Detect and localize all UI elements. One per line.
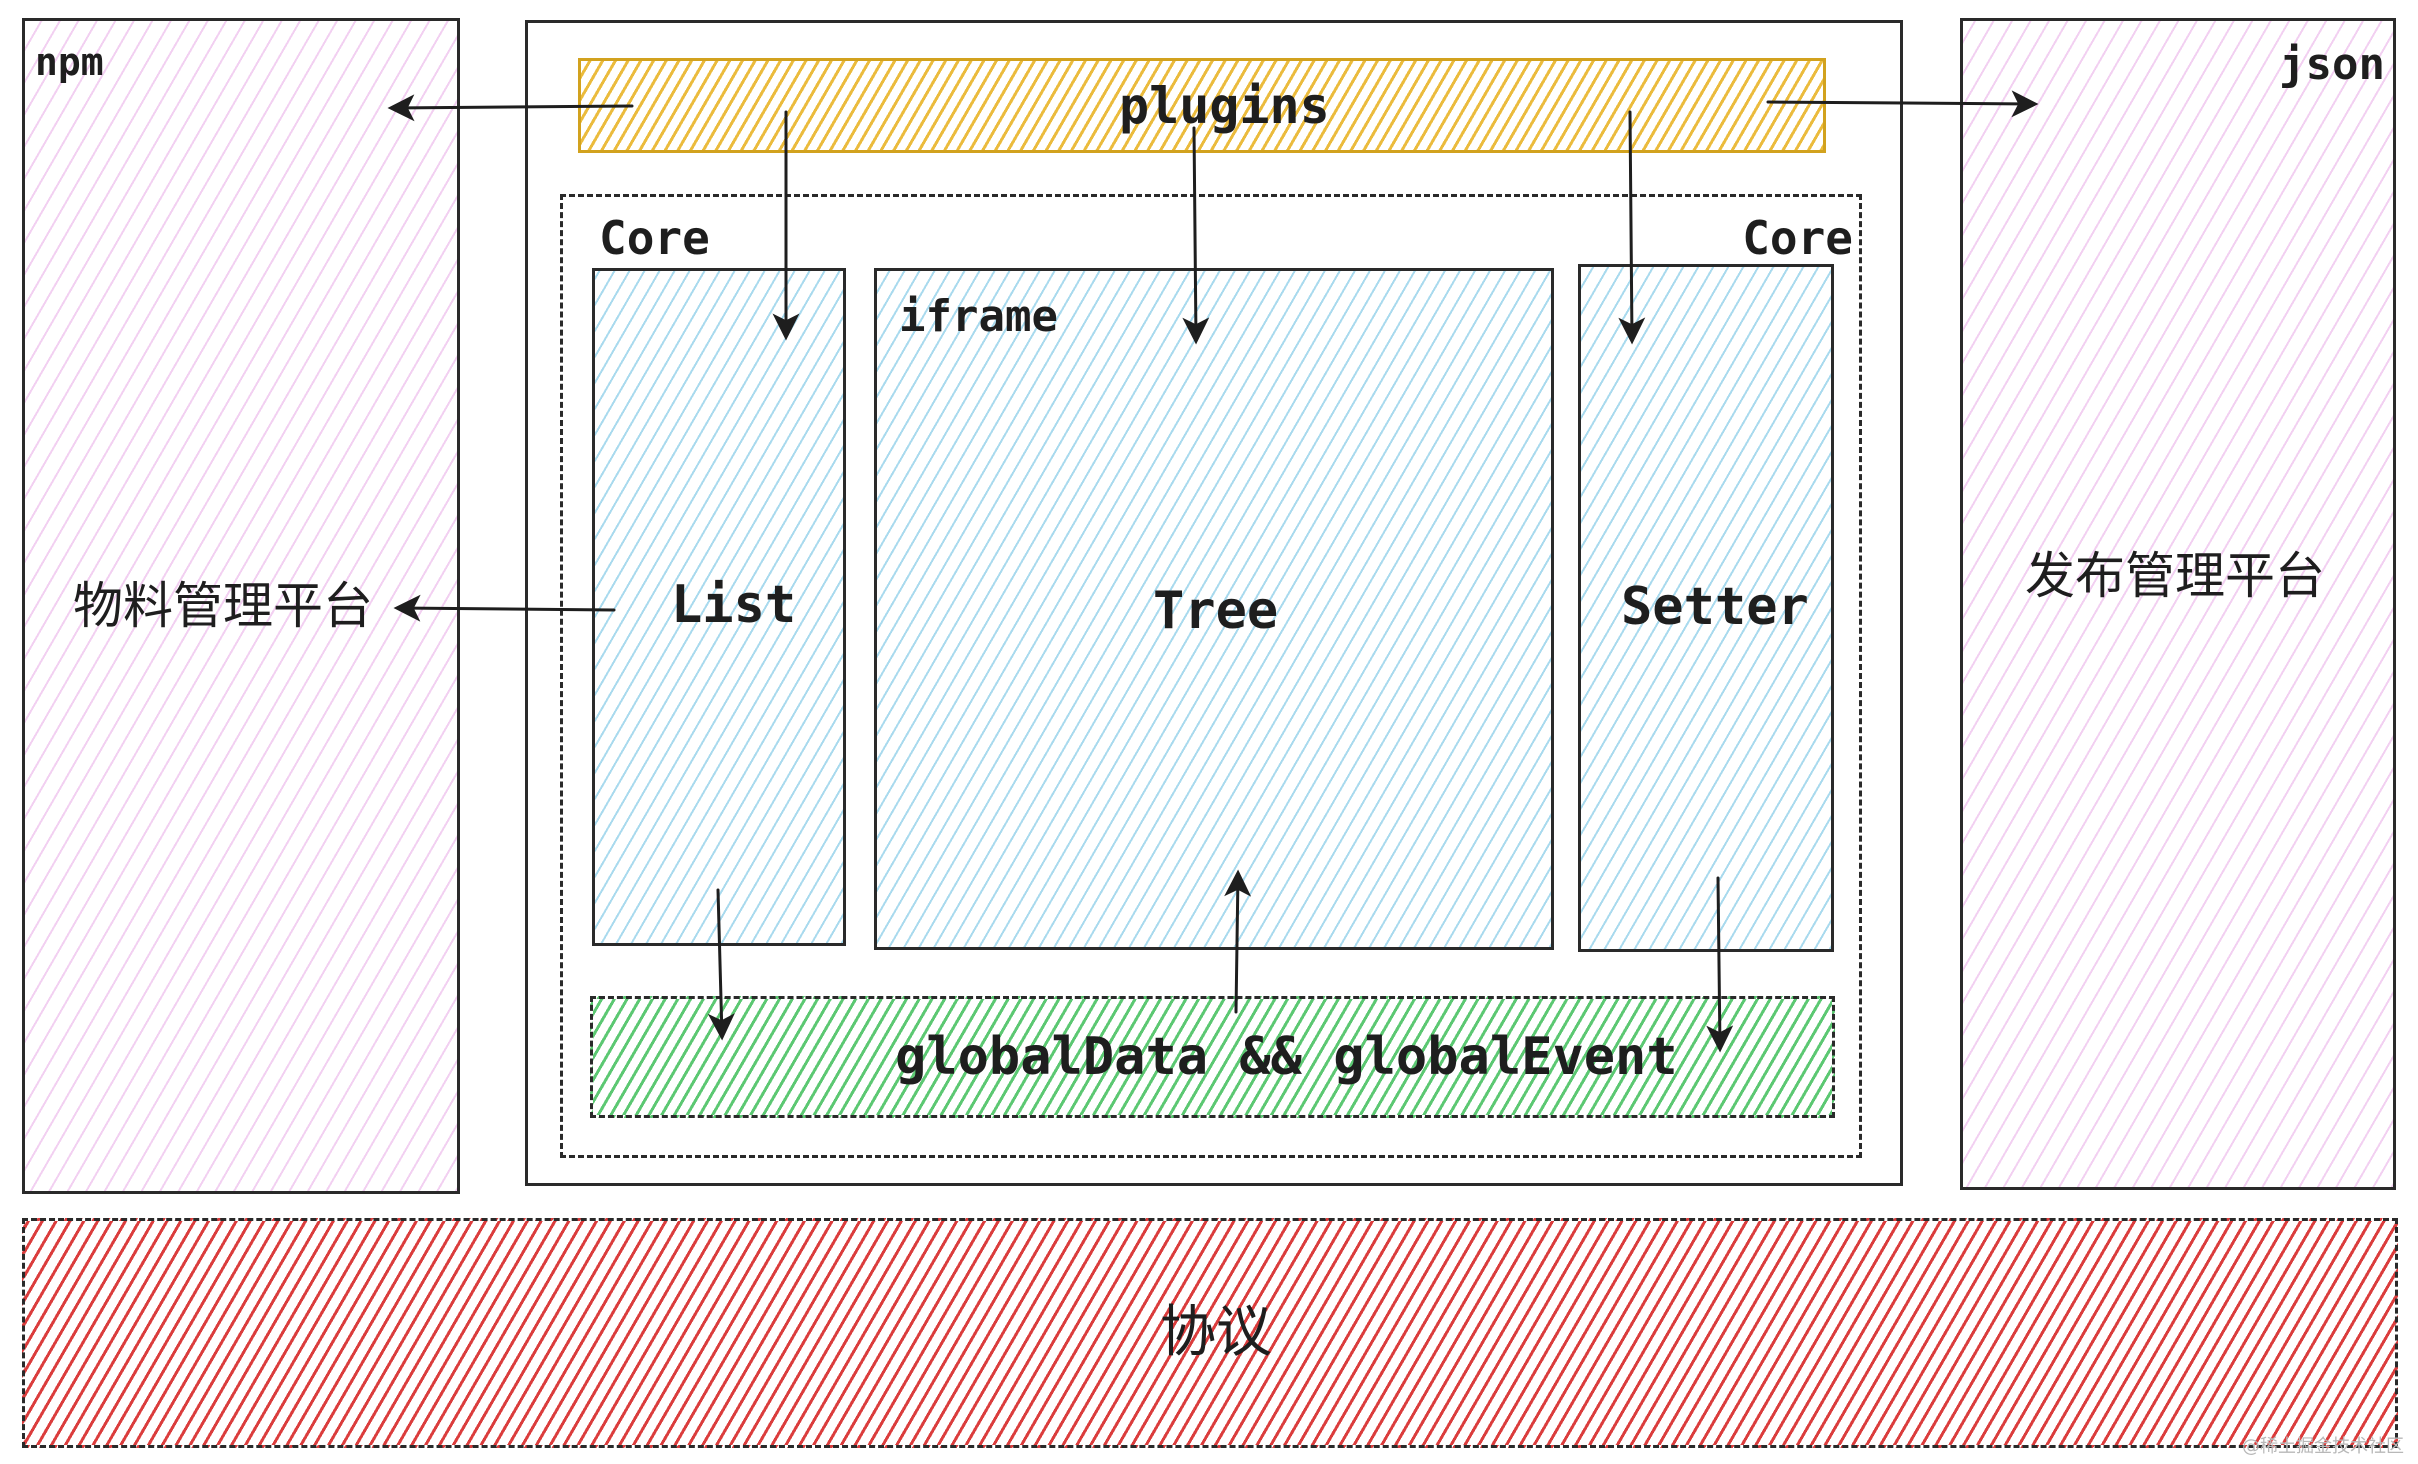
setter-to-global-arrow	[1706, 876, 1734, 1053]
iframe-label: iframe	[899, 291, 1058, 342]
core-area: Core Core	[560, 194, 1862, 1158]
list-panel: List	[592, 268, 846, 946]
iframe-panel: iframe Tree	[874, 268, 1554, 950]
publish-platform-panel: json 发布管理平台	[1960, 18, 2396, 1190]
setter-label: Setter	[1621, 577, 1809, 637]
setter-panel: Setter	[1578, 264, 1834, 952]
npm-label: npm	[35, 40, 104, 84]
list-label: List	[671, 575, 797, 635]
global-to-tree-arrow	[1224, 869, 1252, 1014]
publish-platform-title: 发布管理平台	[2025, 547, 2325, 605]
core-label-left: Core	[599, 211, 710, 265]
tree-label: Tree	[1153, 581, 1279, 641]
plugins-label: plugins	[1119, 77, 1330, 135]
global-data-bar: globalData && globalEvent	[590, 996, 1835, 1118]
protocol-label: 协议	[1160, 1300, 1272, 1365]
plugins-to-json-arrow	[1766, 90, 2039, 118]
list-to-global-arrow	[707, 888, 735, 1041]
list-to-material-arrow	[393, 594, 616, 622]
plugins-to-npm-arrow	[387, 94, 634, 122]
plugins-to-iframe-arrow	[1182, 126, 1210, 345]
json-label: json	[2279, 39, 2385, 90]
material-platform-panel: npm 物料管理平台	[22, 18, 460, 1194]
material-platform-title: 物料管理平台	[73, 577, 373, 635]
watermark: @稀土掘金技术社区	[2242, 1436, 2404, 1457]
plugins-to-setter-arrow	[1618, 110, 1646, 345]
core-label-right: Core	[1742, 211, 1853, 265]
editor-frame	[525, 20, 1903, 1186]
global-data-label: globalData && globalEvent	[895, 1027, 1678, 1087]
protocol-bar: 协议	[22, 1218, 2398, 1448]
